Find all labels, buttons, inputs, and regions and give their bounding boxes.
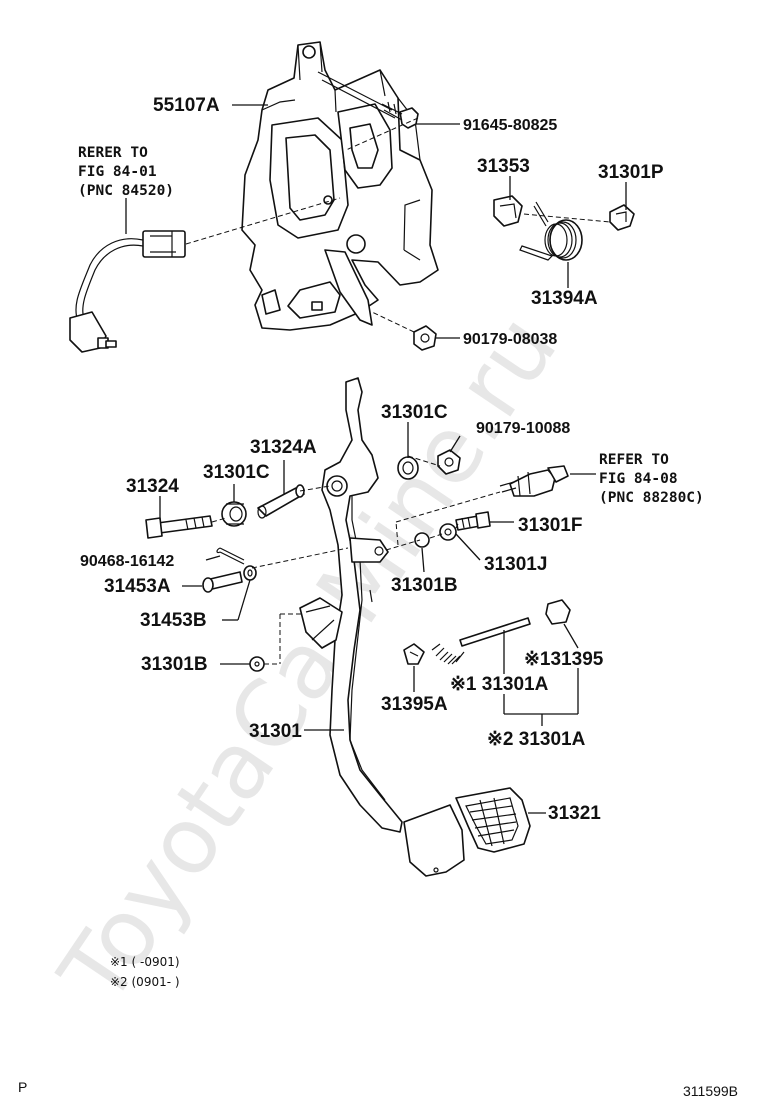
- washer-31453B: [243, 565, 257, 581]
- part-31395: [545, 599, 571, 625]
- label-31394A: 31394A: [531, 288, 598, 309]
- bolt-31324: [145, 515, 213, 539]
- label-31453A: 31453A: [104, 576, 171, 597]
- refer1-line2: FIG 84-01: [78, 164, 157, 180]
- label-31301: 31301: [249, 721, 302, 742]
- switch-88280C: [499, 465, 569, 497]
- part-31301P: [609, 204, 635, 231]
- watermark: ToyotaCarMine.ru: [39, 296, 578, 1023]
- pin-31324A: [257, 484, 305, 519]
- assembly-lines: [185, 117, 611, 665]
- label-55107A: 55107A: [153, 95, 220, 116]
- clip-31395A: [403, 643, 425, 665]
- label-31321: 31321: [548, 803, 601, 824]
- stop-lamp-switch: [69, 230, 186, 353]
- part-31301C-top: [397, 456, 419, 480]
- label-31453B: 31453B: [140, 610, 207, 631]
- nut-90179-10088: [437, 449, 461, 475]
- refer2-line2: FIG 84-08: [599, 471, 678, 487]
- label-31301C-left: 31301C: [203, 462, 270, 483]
- leader-lines: [125, 104, 627, 814]
- label-91645-80825: 91645-80825: [463, 117, 557, 134]
- label-31353: 31353: [477, 156, 530, 177]
- label-31301P: 31301P: [598, 162, 664, 183]
- footnote-2: ※2 (0901- ): [110, 975, 180, 989]
- pedal-pad-31321: [455, 787, 531, 853]
- label-31301C-top: 31301C: [381, 402, 448, 423]
- label-31301A-2: ※2 31301A: [487, 729, 586, 750]
- part-31301C-left: [221, 501, 247, 527]
- refer2-line1: REFER TO: [599, 452, 669, 468]
- label-90179-10088: 90179-10088: [476, 420, 570, 437]
- part-31301B-left: [249, 656, 265, 672]
- part-31353: [493, 195, 523, 227]
- nut-90179-08038: [413, 325, 437, 351]
- label-90179-08038: 90179-08038: [463, 331, 557, 348]
- label-31395: ※131395: [524, 649, 604, 670]
- refer2-line3: (PNC 88280C): [599, 490, 704, 506]
- label-31395A: 31395A: [381, 694, 448, 715]
- part-31301B-mid: [414, 532, 430, 548]
- label-31301F: 31301F: [518, 515, 582, 536]
- corner-code-right: 311599B: [683, 1083, 738, 1099]
- nut-31301J: [439, 523, 457, 541]
- pedal-bracket: [241, 41, 439, 331]
- label-90468-16142: 90468-16142: [80, 553, 174, 570]
- pedal-arm: [299, 377, 465, 877]
- corner-code-left: P: [18, 1079, 27, 1095]
- label-31324A: 31324A: [250, 437, 317, 458]
- refer1-line3: (PNC 84520): [78, 183, 174, 199]
- part-31394A: [519, 201, 583, 261]
- footnote-1: ※1 ( -0901): [110, 955, 180, 969]
- label-31301J: 31301J: [484, 554, 547, 575]
- pin-31453A: [202, 571, 243, 593]
- pin-90468: [216, 547, 245, 565]
- refer1-line1: RERER TO: [78, 145, 148, 161]
- rod-31301A: [431, 617, 531, 665]
- label-31301B-mid: 31301B: [391, 575, 458, 596]
- label-31301A-1: ※1 31301A: [450, 674, 549, 695]
- part-labels: 55107A 91645-80825 RERER TO FIG 84-01 (P…: [78, 95, 704, 824]
- bolt-31301F: [455, 511, 491, 531]
- label-31324: 31324: [126, 476, 179, 497]
- bolt-91645: [381, 101, 419, 129]
- label-31301B-left: 31301B: [141, 654, 208, 675]
